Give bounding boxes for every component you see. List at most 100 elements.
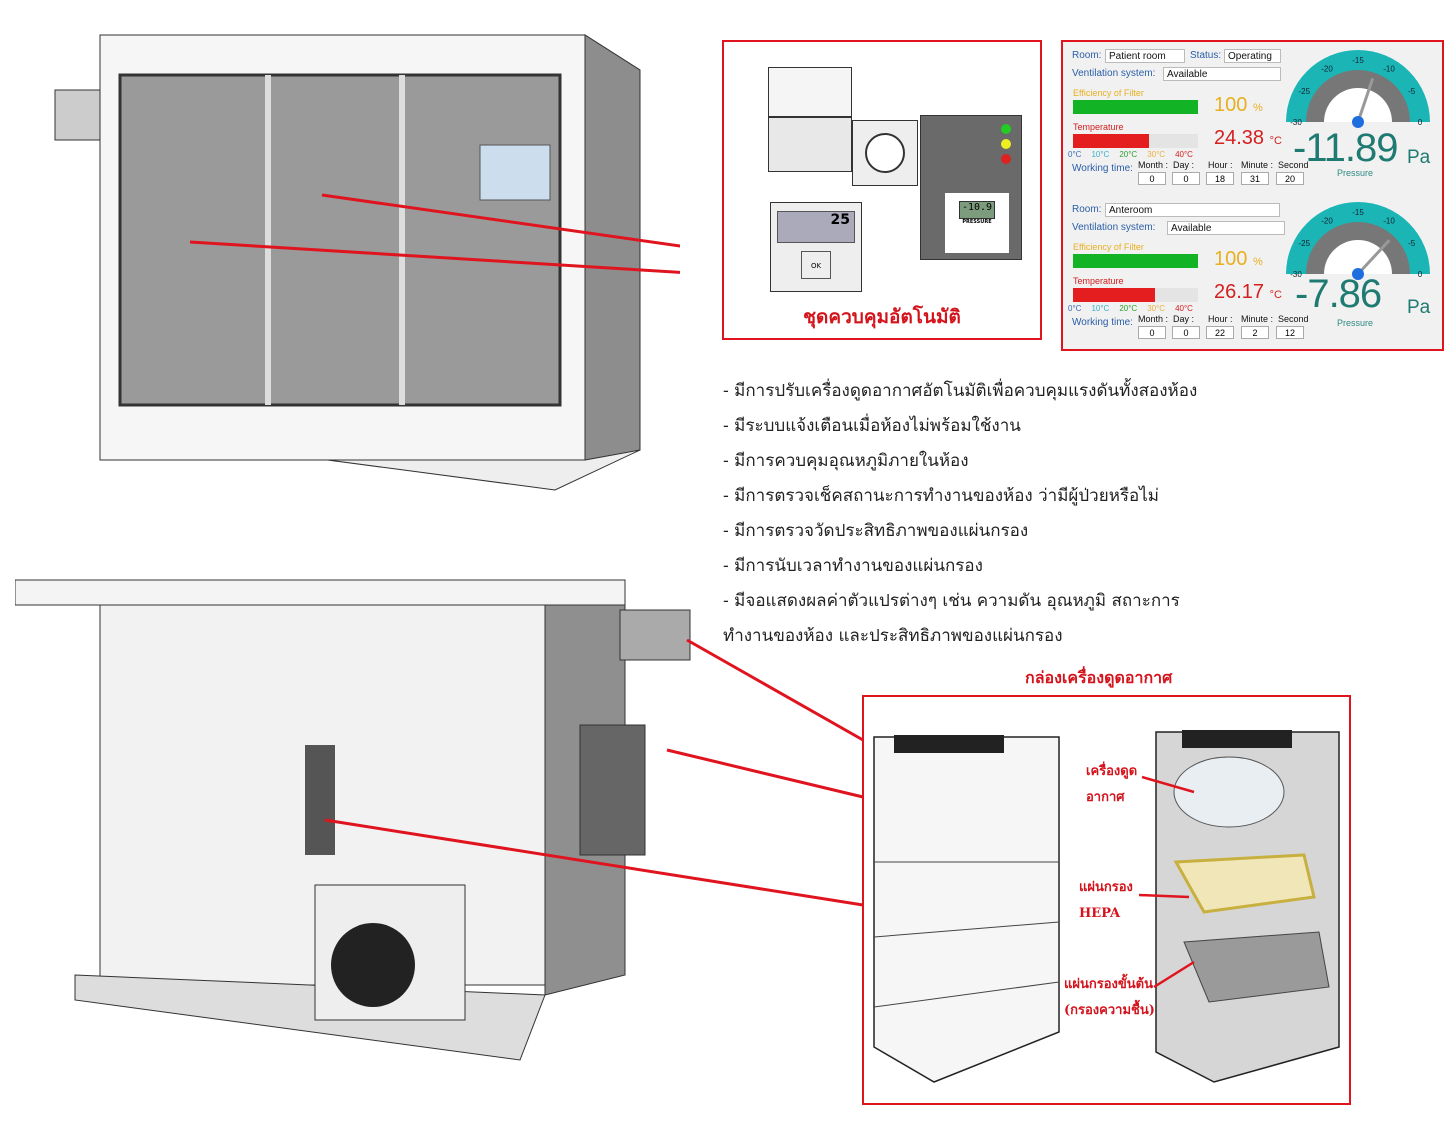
gauge-tick-label: 0	[1418, 118, 1423, 127]
pressure-value: -7.86	[1295, 272, 1382, 316]
fan-box-panel: เครื่องดูดอากาศ แผ่นกรอง HEPA แผ่นกรองขั้…	[862, 695, 1351, 1105]
gauge-tick-label: -10	[1383, 216, 1395, 225]
dimmer-knob	[852, 120, 918, 186]
working-time-day: 0	[1172, 172, 1200, 185]
pressure-gauge: -30-25-20-15-10-50	[1286, 50, 1430, 128]
gauge-tick-label: -20	[1321, 64, 1333, 73]
filter-efficiency-label: Efficiency of Filter	[1073, 88, 1144, 98]
yellow-led-icon	[1001, 139, 1011, 149]
pressure-unit: Pa	[1407, 297, 1431, 318]
temperature-scale-tick: 10°C	[1091, 304, 1110, 313]
ventilation-label: Ventilation system:	[1072, 222, 1156, 233]
working-time-header-second: Second	[1278, 314, 1309, 324]
red-led-icon	[1001, 154, 1011, 164]
gauge-tick-label: -20	[1321, 216, 1333, 225]
ventilation-label: Ventilation system:	[1072, 68, 1156, 79]
temperature-bar	[1073, 288, 1198, 302]
pressure-value: -11.89	[1293, 126, 1398, 170]
working-time-label: Working time:	[1072, 317, 1133, 328]
prefilter-label: แผ่นกรองขั้นต้น	[1064, 977, 1153, 992]
gauge-needle	[1356, 239, 1391, 276]
filter-efficiency-value: 100 %	[1214, 248, 1263, 270]
thermostat: 25 OK	[770, 202, 862, 292]
temperature-scale-tick: 20°C	[1119, 150, 1138, 159]
fan-label-2: อากาศ	[1086, 790, 1125, 805]
filter-efficiency-bar	[1073, 254, 1198, 268]
thermostat-ok-button[interactable]: OK	[801, 251, 831, 279]
temperature-value: 26.17 °C	[1214, 281, 1282, 303]
gauge-tick-label: -5	[1408, 87, 1416, 96]
gauge-tick-label: -15	[1352, 208, 1364, 217]
working-time-header-month: Month :	[1138, 314, 1169, 324]
temperature-label: Temperature	[1073, 122, 1124, 132]
feature-item: ทำงานของห้อง และประสิทธิภาพของแผ่นกรอง	[723, 626, 1063, 646]
fan-box-drawing	[873, 730, 1340, 1083]
gauge-hub	[1352, 268, 1364, 280]
temperature-scale-tick: 40°C	[1175, 150, 1193, 159]
pressure-controller: -10.9 PRESSURE	[920, 115, 1022, 260]
feature-list: - มีการปรับเครื่องดูดอากาศอัตโนมัติเพื่อ…	[723, 374, 1197, 654]
feature-item: - มีการตรวจวัดประสิทธิภาพของแผ่นกรอง	[723, 521, 1029, 541]
controller-title: ชุดควบคุมอัตโนมัติ	[803, 306, 961, 328]
gauge-tick-label: -30	[1290, 118, 1302, 127]
gauge-tick-label: -10	[1383, 64, 1395, 73]
feature-item: - มีการนับเวลาทำงานของแผ่นกรอง	[723, 556, 983, 576]
room-label: Room:	[1072, 50, 1102, 61]
feature-item: - มีการปรับเครื่องดูดอากาศอัตโนมัติเพื่อ…	[723, 381, 1198, 401]
gauge-tick-label: -5	[1408, 239, 1416, 248]
feature-item: - มีการตรวจเช็คสถานะการทำงานของห้อง ว่าม…	[723, 486, 1159, 506]
controller-panel: -10.9 PRESSURE 25 OK ชุดควบคุมอัตโนมัติ	[722, 40, 1042, 340]
gauge-hub	[1352, 116, 1364, 128]
temperature-value: 24.38 °C	[1214, 127, 1282, 149]
fan-label: เครื่องดูด	[1086, 764, 1138, 779]
gauge-needle	[1356, 77, 1375, 123]
working-time-header-month: Month :	[1138, 160, 1169, 170]
working-time-header-hour: Hour :	[1208, 160, 1233, 170]
temperature-scale-tick: 30°C	[1147, 150, 1166, 159]
pressure-label: Pressure	[1337, 318, 1374, 328]
working-time-second: 12	[1276, 326, 1304, 339]
status-field[interactable]: Operating	[1224, 49, 1281, 63]
hepa-label: แผ่นกรอง	[1079, 880, 1133, 895]
working-time-month: 0	[1138, 326, 1166, 339]
isolation-room-rear-view	[15, 579, 864, 1061]
temperature-scale-tick: 0°C	[1068, 150, 1082, 159]
isolation-room-front-view	[54, 34, 680, 491]
working-time-label: Working time:	[1072, 163, 1133, 174]
monitoring-dashboard: -30 -25 -20 -15 -10 -5 0 Room:Patient room Statu…	[1061, 40, 1444, 351]
working-time-minute: 2	[1241, 326, 1269, 339]
working-time-minute: 31	[1241, 172, 1269, 185]
pressure-label: Pressure	[1337, 168, 1374, 178]
temperature-scale-tick: 20°C	[1119, 304, 1138, 313]
filter-efficiency-value: 100 %	[1214, 94, 1263, 116]
room-field[interactable]: Patient room	[1105, 49, 1185, 63]
working-time-header-day: Day :	[1173, 160, 1195, 170]
working-time-month: 0	[1138, 172, 1166, 185]
temperature-scale-tick: 40°C	[1175, 304, 1193, 313]
ventilation-field[interactable]: Available	[1163, 67, 1281, 81]
light-switch	[768, 67, 852, 117]
feature-item: - มีระบบแจ้งเตือนเมื่อห้องไม่พร้อมใช้งาน	[723, 416, 1021, 436]
working-time-header-hour: Hour :	[1208, 314, 1233, 324]
working-time-header-minute: Minute :	[1241, 314, 1274, 324]
prefilter-label-2: (กรองความชื้น)	[1064, 1003, 1155, 1018]
green-led-icon	[1001, 124, 1011, 134]
feature-item: - มีการควบคุมอุณหภูมิภายในห้อง	[723, 451, 969, 471]
working-time-second: 20	[1276, 172, 1304, 185]
working-time-header-day: Day :	[1173, 314, 1195, 324]
status-label: Status:	[1190, 50, 1222, 61]
room-field[interactable]: Anteroom	[1105, 203, 1280, 217]
feature-item: - มีจอแสดงผลค่าตัวแปรต่างๆ เช่น ความดัน …	[723, 591, 1180, 611]
gauge-tick-label: -25	[1299, 239, 1311, 248]
gauge-tick-label: 0	[1418, 270, 1423, 279]
hepa-label-2: HEPA	[1079, 906, 1121, 921]
working-time-hour: 18	[1206, 172, 1234, 185]
power-outlet	[768, 117, 852, 172]
filter-efficiency-label: Efficiency of Filter	[1073, 242, 1144, 252]
temperature-scale-tick: 30°C	[1147, 304, 1166, 313]
ventilation-field[interactable]: Available	[1167, 221, 1285, 235]
temperature-bar	[1073, 134, 1198, 148]
pressure-gauge: -30-25-20-15-10-50	[1286, 202, 1430, 280]
